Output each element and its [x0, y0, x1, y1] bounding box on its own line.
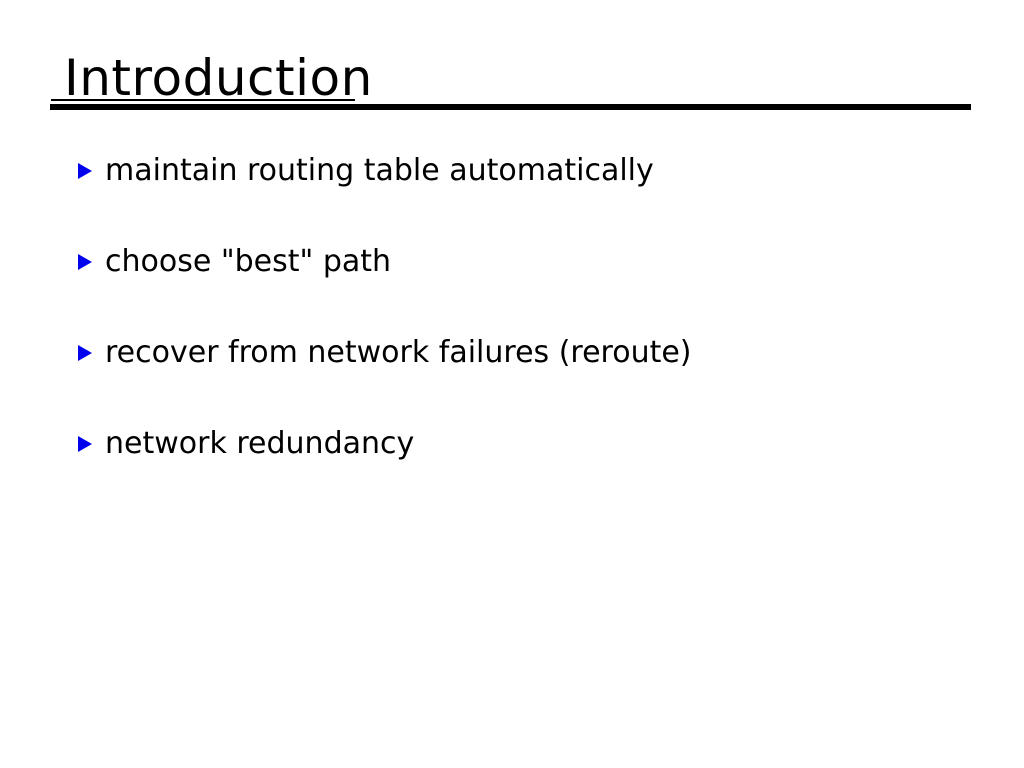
title-rule: [50, 104, 971, 110]
triangle-bullet-icon: [78, 436, 92, 452]
list-item: choose "best" path: [78, 242, 692, 282]
title-underline: [51, 99, 355, 101]
triangle-bullet-icon: [78, 254, 92, 270]
list-item: recover from network failures (reroute): [78, 333, 692, 373]
list-item: network redundancy: [78, 424, 692, 464]
triangle-bullet-icon: [78, 345, 92, 361]
bullet-text: choose "best" path: [105, 244, 392, 279]
bullet-text: network redundancy: [105, 426, 415, 461]
list-item: maintain routing table automatically: [78, 151, 692, 191]
bullet-text: recover from network failures (reroute): [105, 335, 692, 370]
bullet-text: maintain routing table automatically: [105, 153, 654, 188]
triangle-bullet-icon: [78, 163, 92, 179]
page-title: Introduction: [64, 49, 373, 107]
bullet-list: maintain routing table automatically choo…: [78, 151, 692, 515]
